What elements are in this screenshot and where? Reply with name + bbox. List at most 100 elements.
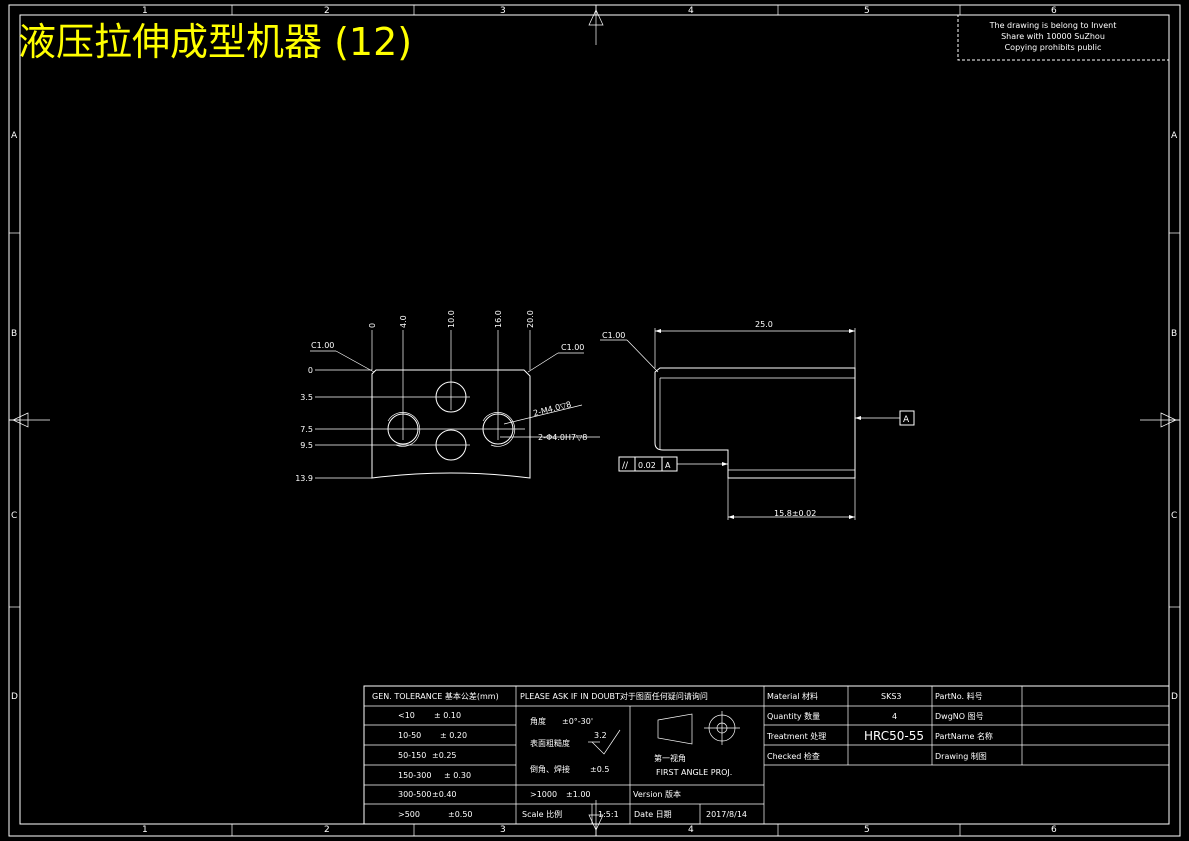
roughness-value: 3.2 [594,731,607,740]
partname-label: PartName 名称 [935,731,993,741]
tol-range-2: 10-50 [398,731,421,740]
zone-col-2: 2 [324,6,330,16]
treatment-value: HRC50-55 [864,729,924,743]
chamfer-side-label: C1.00 [602,331,625,340]
tol-value-6: ±0.50 [448,810,473,819]
side-view: 25.0 15.8±0.02 C1.00 A // 0.02 A [600,320,915,520]
title-block: GEN. TOLERANCE 基本公差(mm) <10 ± 0.10 10-50… [363,685,1170,825]
over1000-label: >1000 [530,790,557,799]
date-value: 2017/8/14 [706,810,747,819]
zone-col-5: 5 [864,6,870,16]
zone-col-3: 3 [500,6,506,16]
quantity-value: 4 [892,712,897,721]
ask-note: PLEASE ASK IF IN DOUBT对于图面任何疑问请询问 [520,691,708,701]
chamfer-left-label: C1.00 [311,341,334,350]
chamfer-tol-label: 倒角、焊接 [530,764,570,774]
tol-range-3: 50-150 [398,751,426,760]
zone-row-b: B [11,329,17,339]
projection-en: FIRST ANGLE PROJ. [656,768,732,777]
dimension-arrows [655,329,861,519]
tol-value-2: ± 0.20 [440,731,467,740]
dwgno-label: DwgNO 图号 [935,712,984,721]
zone-col-6-bottom: 6 [1051,825,1057,835]
drawing-label: Drawing 制图 [935,751,987,761]
zone-col-4-bottom: 4 [688,825,694,835]
tol-range-6: >500 [398,810,420,819]
quantity-label: Quantity 数量 [767,711,820,721]
checked-label: Checked 检查 [767,751,820,761]
hole-center-lower [435,429,467,461]
parallel-value: 0.02 [638,461,656,470]
angle-label: 角度 [530,716,546,726]
dim-15-8: 15.8±0.02 [774,509,816,518]
note-box [957,14,1170,61]
outer-border [8,4,1181,837]
projection-cone-icon [657,713,693,745]
datum-box [899,410,915,426]
front-view-outline [371,369,531,479]
zone-col-1: 1 [142,6,148,16]
zone-row-c: C [11,511,17,521]
parallelism-frame: // 0.02 A [618,456,678,472]
centering-marks [9,5,1180,836]
zone-row-a: A [11,131,18,141]
chamfer-right-label: C1.00 [561,343,584,352]
thread-hole-right [482,413,514,445]
material-label: Material 材料 [767,691,818,701]
note-line-3: Copying prohibits public [1005,43,1102,52]
scale-value: 1:5:1 [598,810,619,819]
zone-col-6: 6 [1051,6,1057,16]
hole-callout: 2-Φ4.0H7▽8 [538,433,587,442]
dim-top-0: 0 [368,323,377,328]
zone-ticks [9,5,1180,836]
dim-top-4: 4.0 [399,315,408,328]
tol-value-1: ± 0.10 [434,711,461,720]
tol-range-1: <10 [398,711,415,720]
zone-row-d-right: D [1171,692,1178,702]
zone-row-a-right: A [1171,131,1178,141]
tol-range-5: 300-500 [398,790,431,799]
projection-label: 第一视角 [654,753,686,763]
dim-left-3-5: 3.5 [300,393,313,402]
scale-label: Scale 比例 [522,809,562,819]
note-line-1: The drawing is belong to Invent [989,21,1117,30]
tolerance-header: GEN. TOLERANCE 基本公差(mm) [372,691,499,701]
tol-range-4: 150-300 [398,771,431,780]
tol-value-4: ± 0.30 [444,771,471,780]
inner-border [19,14,1170,825]
dim-left-7-5: 7.5 [300,425,313,434]
treatment-label: Treatment 处理 [766,731,826,741]
dim-top-10: 10.0 [447,310,456,328]
dim-left-0: 0 [308,366,313,375]
drawing-title: 液压拉伸成型机器 (12) [18,20,412,64]
date-label: Date 日期 [634,810,672,819]
chamfer-tol: ±0.5 [590,765,609,774]
material-value: SKS3 [881,692,902,701]
zone-row-b-right: B [1171,329,1177,339]
side-view-outline [654,367,856,479]
zone-col-3-bottom: 3 [500,825,506,835]
dim-left-13-9: 13.9 [295,474,313,483]
tol-value-3: ±0.25 [432,751,457,760]
tol-value-5: ±0.40 [432,790,457,799]
dim-left-9-5: 9.5 [300,441,313,450]
dim-25: 25.0 [755,320,773,329]
dim-top-16: 16.0 [494,310,503,328]
zone-row-c-right: C [1171,511,1177,521]
thread-arc-right [482,412,516,447]
roughness-symbol [591,729,621,755]
thread-callout: 2-M4.0▽8 [532,400,572,418]
thread-arc-left [387,412,421,447]
partno-label: PartNo. 料号 [935,691,983,701]
projection-circle-icon [704,711,740,745]
datum-label: A [903,415,910,425]
zone-col-1-bottom: 1 [142,825,148,835]
angle-tol: ±0°-30' [562,717,593,726]
hole-center-upper [435,381,467,413]
dim-top-20: 20.0 [526,310,535,328]
roughness-label: 表面粗糙度 [530,738,570,748]
thread-hole-left [387,413,419,445]
note-line-2: Share with 10000 SuZhou [1001,32,1105,41]
parallel-datum: A [665,461,671,470]
